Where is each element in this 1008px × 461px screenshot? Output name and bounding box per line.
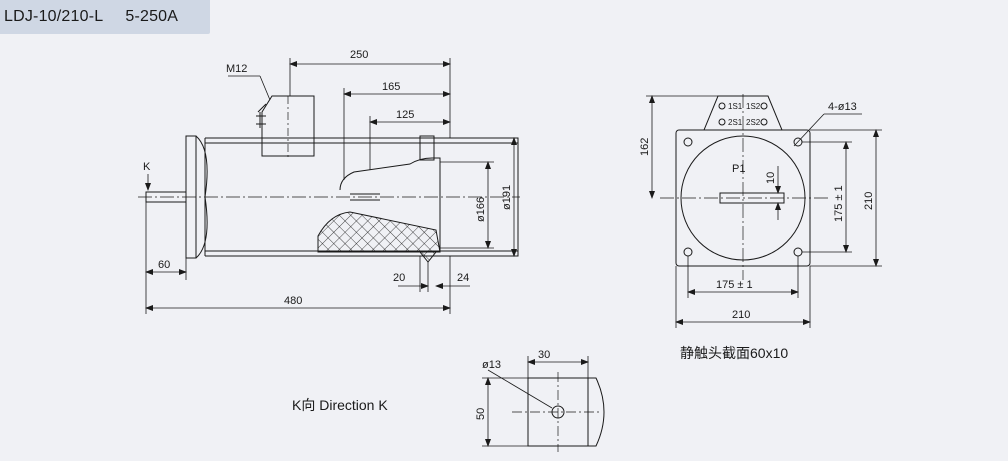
current-rating: 5-250A [125, 8, 179, 25]
terminal-mark-1s1: 1S1 [728, 102, 743, 111]
terminal-mark-2s2: 2S2 [746, 118, 761, 127]
model-number: LDJ-10/210-L [4, 8, 104, 25]
dim-162: 162 [639, 138, 651, 156]
dim-210-vertical: 210 [863, 192, 875, 210]
contact-bar-section [719, 192, 785, 204]
contact-section-caption: 静触头截面60x10 [680, 345, 788, 361]
dim-24: 24 [457, 272, 469, 284]
dim-60: 60 [158, 259, 170, 271]
k-dim-50: 50 [475, 408, 487, 420]
epoxy-section [317, 211, 441, 253]
side-view [138, 95, 520, 263]
title-tab: LDJ-10/210-L 5-250A [0, 0, 210, 34]
primary-label: P1 [732, 163, 745, 175]
front-view-dimensions [646, 95, 882, 328]
body-shell [205, 137, 519, 257]
view-k-marker: K [143, 161, 151, 173]
dim-175-horizontal: 175 ± 1 [716, 279, 753, 291]
dim-480: 480 [284, 295, 302, 307]
mount-hole-br [793, 247, 803, 257]
dim-dia166: ø166 [475, 197, 487, 222]
side-view-dimensions [145, 58, 517, 314]
dim-175-vertical: 175 ± 1 [833, 185, 845, 222]
k-view-caption: K向 Direction K [292, 397, 388, 413]
dim-125: 125 [396, 109, 414, 121]
mount-hole-tl [683, 137, 693, 147]
thread-label: M12 [226, 63, 247, 75]
k-hole-label: ø13 [482, 359, 501, 371]
primary-shaft [145, 191, 187, 203]
dim-20: 20 [393, 272, 405, 284]
terminal-mark-1s2: 1S2 [746, 102, 761, 111]
holes-label: 4-ø13 [828, 101, 857, 113]
k-view-dimensions [482, 356, 589, 447]
terminal-mark-2s1: 2S1 [728, 118, 743, 127]
dim-210-horizontal: 210 [732, 309, 750, 321]
dim-165: 165 [382, 81, 400, 93]
dim-250: 250 [350, 49, 368, 61]
k-dim-30: 30 [538, 349, 550, 361]
dim-10: 10 [765, 172, 777, 184]
k-view [512, 372, 605, 452]
dim-dia191: ø191 [501, 185, 513, 210]
mount-hole-bl [683, 247, 693, 257]
contact-post [419, 135, 435, 161]
